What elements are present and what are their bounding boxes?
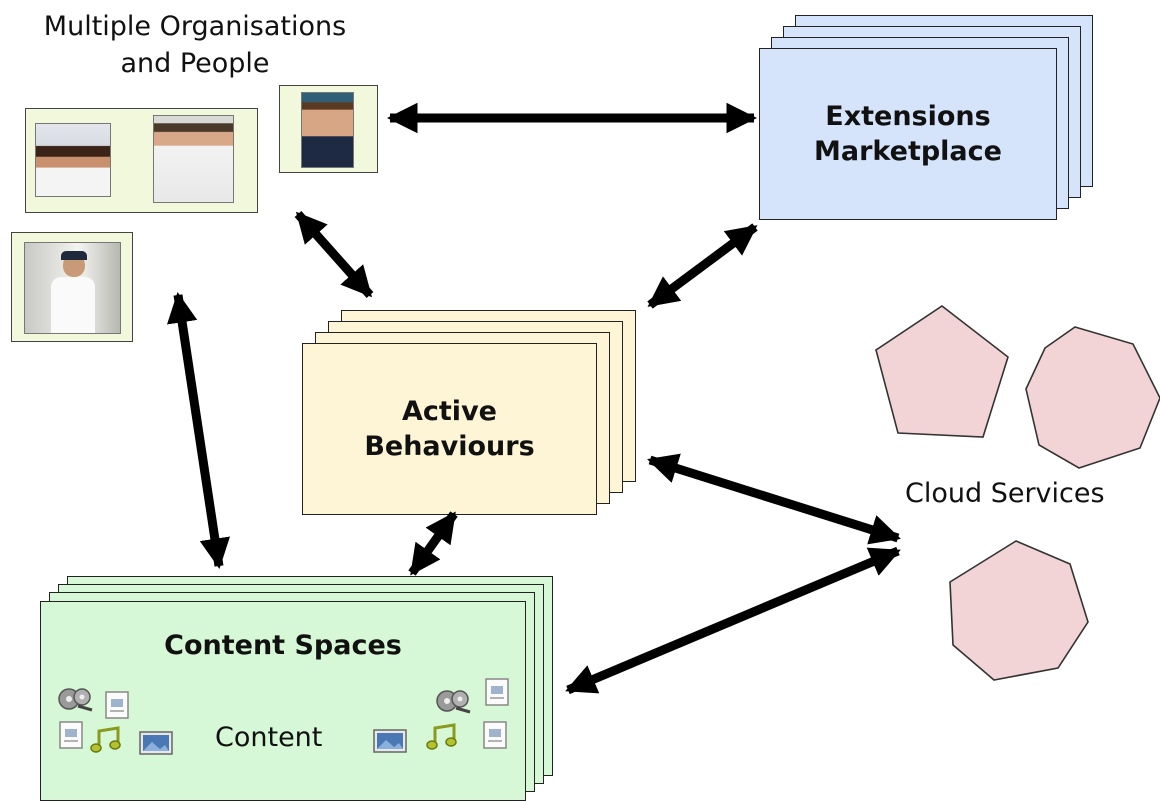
behaviours-label-line2: Behaviours — [364, 431, 535, 462]
arrow-people-to-content — [166, 291, 231, 570]
document-icon — [58, 720, 84, 754]
image-icon — [138, 730, 174, 760]
diagram-overlay — [166, 102, 1160, 695]
people-title-line1: Multiple Organisations — [43, 11, 347, 42]
extensions-label-line2: Marketplace — [814, 136, 1002, 167]
person-woman-photo — [35, 123, 111, 197]
arrow-cloud-to-content — [565, 546, 901, 695]
film-reel-icon — [58, 686, 94, 716]
person-lab-coat-photo — [153, 115, 234, 203]
document-icon — [104, 690, 130, 724]
people-photo-panel — [25, 108, 258, 213]
arrow-extensions-to-behaviours — [647, 223, 758, 309]
lab-worker-photo — [24, 242, 121, 334]
extensions-label-line1: Extensions — [825, 101, 991, 132]
music-note-icon — [90, 726, 122, 758]
people-title-line2: and People — [120, 48, 270, 79]
arrow-behaviours-to-cloud — [647, 453, 901, 545]
cloud-services-label: Cloud Services — [905, 478, 1105, 509]
arrow-people-to-behaviours — [294, 211, 374, 298]
document-icon — [484, 677, 510, 711]
document-icon — [482, 720, 508, 754]
content-label: Content — [215, 722, 323, 753]
cloud-service-octagon — [1025, 326, 1160, 469]
person-photo-panel — [279, 85, 378, 173]
image-icon — [372, 728, 408, 758]
person-man-photo — [301, 92, 354, 168]
film-reel-icon — [436, 688, 472, 718]
arrow-behaviours-to-content — [408, 511, 458, 576]
lab-worker-coat — [51, 277, 95, 333]
content-spaces-title: Content Spaces — [164, 630, 402, 661]
extensions-marketplace-box: Extensions Marketplace — [759, 48, 1057, 220]
music-note-icon — [426, 723, 458, 755]
active-behaviours-box: Active Behaviours — [302, 343, 597, 515]
behaviours-label-line1: Active — [402, 396, 497, 427]
cloud-service-heptagon — [949, 540, 1089, 681]
lab-worker-cap — [61, 251, 87, 260]
lab-worker-photo-panel — [11, 232, 133, 342]
cloud-service-pentagon — [875, 305, 1009, 438]
people-group-title: Multiple Organisations and People — [20, 8, 370, 82]
